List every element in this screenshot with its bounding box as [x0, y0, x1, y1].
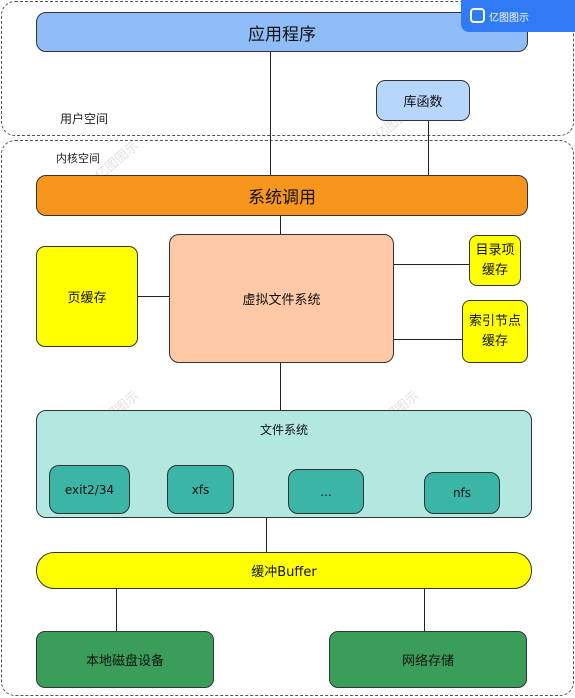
connector-vfs-fs [280, 362, 281, 410]
connector-vfs-dentry [393, 264, 470, 265]
fs-item-nfs: nfs [424, 472, 500, 514]
page-cache-box: 页缓存 [36, 246, 138, 347]
kernel-space-region [1, 140, 574, 696]
fs-title: 文件系统 [259, 423, 308, 437]
fs-item-more: ... [288, 469, 364, 514]
connector-fs-buffer [266, 518, 267, 552]
user-space-region [1, 1, 574, 136]
connector-syscall-vfs [280, 215, 281, 235]
dentry-cache-box: 目录项 缓存 [469, 235, 521, 286]
brand-badge: 亿图图示 [461, 0, 575, 32]
brand-badge-label: 亿图图示 [489, 12, 529, 24]
local-disk-box: 本地磁盘设备 [36, 631, 214, 688]
user-space-label: 用户空间 [60, 112, 109, 126]
connector-buffer-network [424, 589, 425, 631]
network-storage-box: 网络存储 [329, 631, 527, 688]
connector-buffer-disk [116, 589, 117, 631]
connector-app-syscall [270, 52, 271, 176]
buffer-box: 缓冲Buffer [36, 552, 532, 589]
syscall-box: 系统调用 [36, 175, 528, 216]
connector-lib-syscall [428, 120, 429, 176]
edraw-logo-icon [470, 8, 485, 23]
vfs-box: 虚拟文件系统 [169, 234, 394, 363]
inode-cache-box: 索引节点 缓存 [462, 300, 528, 363]
lib-box: 库函数 [376, 80, 470, 121]
fs-item-exit2: exit2/34 [49, 465, 130, 514]
connector-vfs-inode [393, 339, 463, 340]
kernel-space-label: 内核空间 [56, 152, 100, 165]
app-box: 应用程序 [36, 12, 528, 52]
fs-item-xfs: xfs [167, 465, 234, 514]
connector-pagecache-vfs [137, 296, 170, 297]
